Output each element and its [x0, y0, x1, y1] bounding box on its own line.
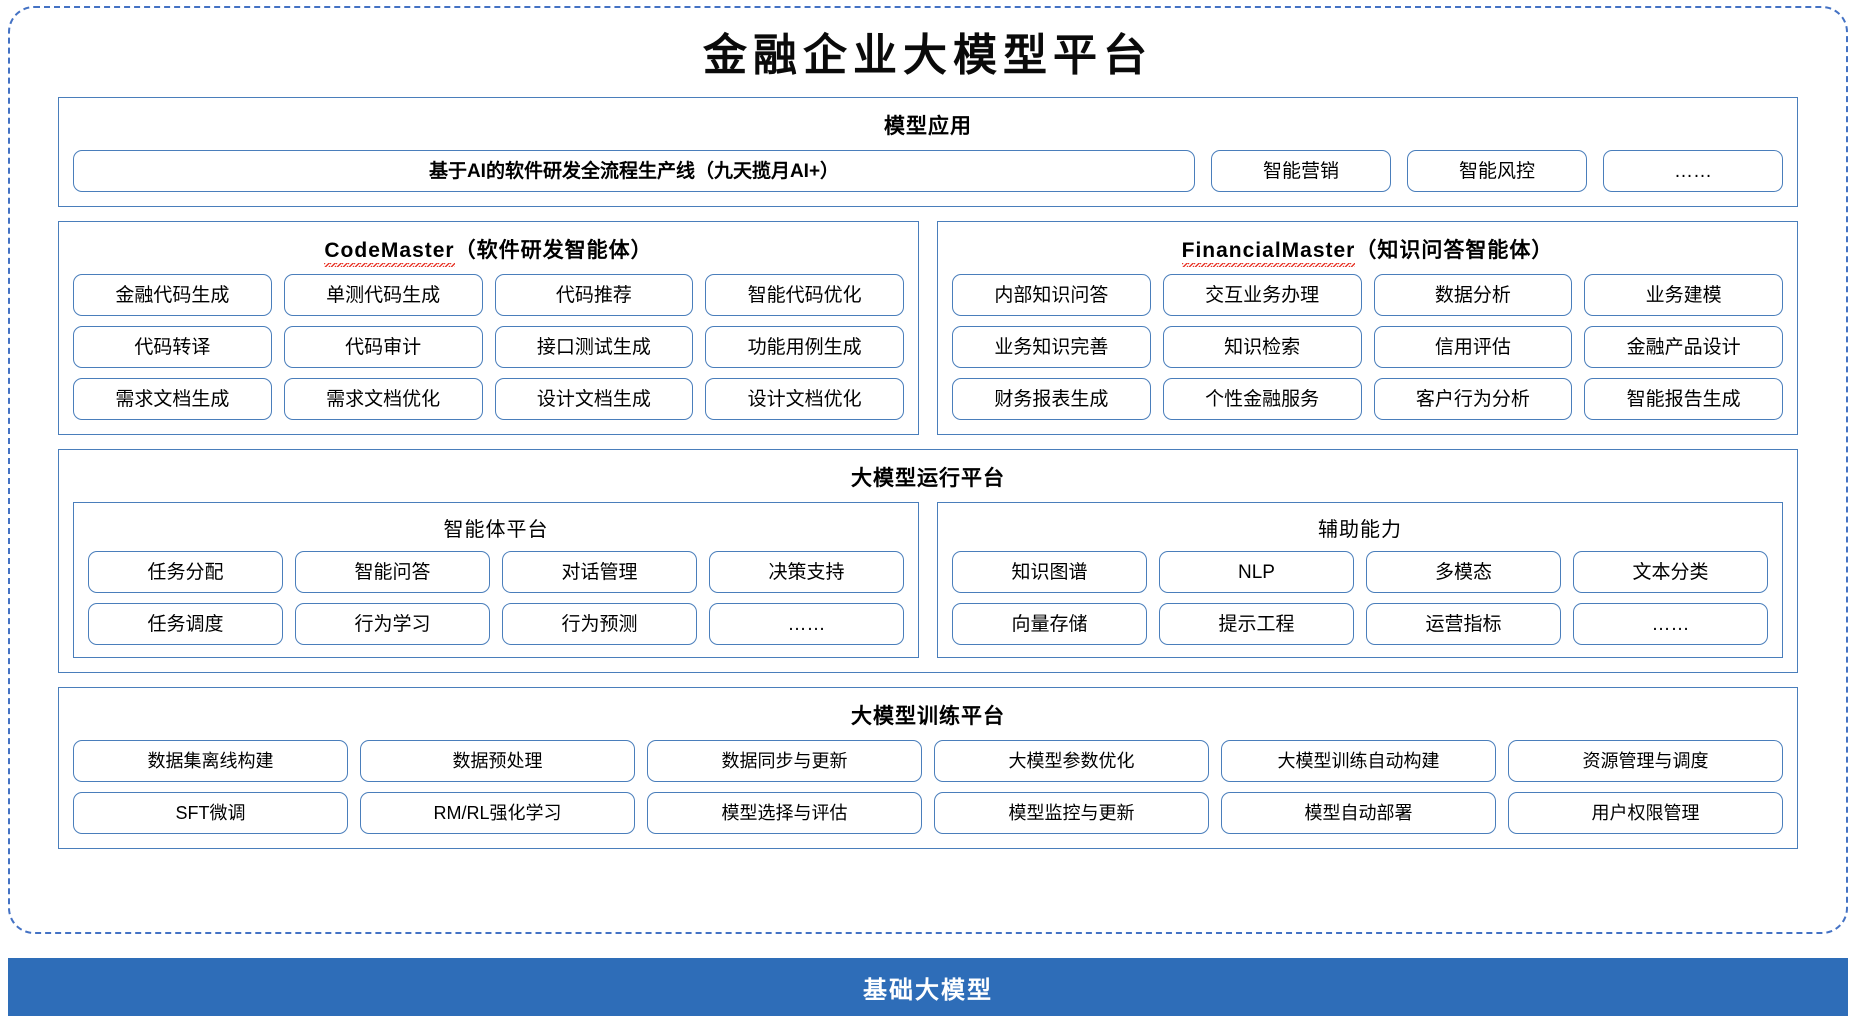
auxiliary-item-1[interactable]: NLP — [1159, 551, 1354, 593]
codemaster-name-cn: （软件研发智能体） — [454, 239, 653, 262]
platform-outer-frame: 金融企业大模型平台 模型应用 基于AI的软件研发全流程生产线（九天揽月AI+） … — [8, 6, 1848, 934]
agent-platform-row-1: 任务分配 智能问答 对话管理 决策支持 — [88, 551, 904, 593]
training-item-6[interactable]: SFT微调 — [73, 792, 348, 834]
codemaster-item-1[interactable]: 单测代码生成 — [283, 274, 483, 316]
codemaster-item-2[interactable]: 代码推荐 — [494, 274, 694, 316]
codemaster-item-10[interactable]: 设计文档生成 — [494, 378, 694, 420]
auxiliary-item-7[interactable]: …… — [1573, 603, 1768, 645]
codemaster-item-11[interactable]: 设计文档优化 — [705, 378, 904, 420]
page-title: 金融企业大模型平台 — [703, 30, 1153, 81]
codemaster-item-0[interactable]: 金融代码生成 — [73, 274, 272, 316]
financialmaster-row-2: 业务知识完善 知识检索 信用评估 金融产品设计 — [952, 326, 1783, 368]
training-item-2[interactable]: 数据同步与更新 — [647, 740, 922, 782]
section-financialmaster: FinancialMaster（知识问答智能体） 内部知识问答 交互业务办理 数… — [937, 221, 1798, 435]
app-pill-more[interactable]: …… — [1603, 150, 1783, 192]
financialmaster-item-10[interactable]: 客户行为分析 — [1373, 378, 1573, 420]
section-runtime-platform: 大模型运行平台 智能体平台 任务分配 智能问答 对话管理 决策支持 任务调度 行… — [58, 449, 1798, 673]
section-title-financialmaster: FinancialMaster（知识问答智能体） — [952, 234, 1783, 267]
training-item-10[interactable]: 模型自动部署 — [1221, 792, 1496, 834]
agent-platform-item-4[interactable]: 任务调度 — [88, 603, 283, 645]
section-title-training-platform: 大模型训练平台 — [851, 705, 1005, 728]
agents-row: CodeMaster（软件研发智能体） 金融代码生成 单测代码生成 代码推荐 智… — [58, 221, 1798, 435]
auxiliary-item-2[interactable]: 多模态 — [1366, 551, 1561, 593]
app-pill-ai-pipeline[interactable]: 基于AI的软件研发全流程生产线（九天揽月AI+） — [73, 150, 1195, 192]
training-item-9[interactable]: 模型监控与更新 — [934, 792, 1209, 834]
codemaster-row-3: 需求文档生成 需求文档优化 设计文档生成 设计文档优化 — [73, 378, 904, 420]
codemaster-item-3[interactable]: 智能代码优化 — [705, 274, 904, 316]
financialmaster-name-cn: （知识问答智能体） — [1355, 239, 1554, 262]
financialmaster-item-3[interactable]: 业务建模 — [1584, 274, 1783, 316]
training-item-1[interactable]: 数据预处理 — [360, 740, 635, 782]
auxiliary-item-5[interactable]: 提示工程 — [1159, 603, 1354, 645]
section-model-application: 模型应用 基于AI的软件研发全流程生产线（九天揽月AI+） 智能营销 智能风控 … — [58, 97, 1798, 207]
training-item-4[interactable]: 大模型训练自动构建 — [1221, 740, 1496, 782]
subsection-title-agent-platform: 智能体平台 — [443, 519, 549, 541]
section-codemaster: CodeMaster（软件研发智能体） 金融代码生成 单测代码生成 代码推荐 智… — [58, 221, 919, 435]
section-title-model-application: 模型应用 — [884, 115, 972, 138]
agent-platform-item-0[interactable]: 任务分配 — [88, 551, 283, 593]
financialmaster-row-3: 财务报表生成 个性金融服务 客户行为分析 智能报告生成 — [952, 378, 1783, 420]
financialmaster-item-0[interactable]: 内部知识问答 — [952, 274, 1151, 316]
training-item-11[interactable]: 用户权限管理 — [1508, 792, 1783, 834]
subsection-auxiliary-capability: 辅助能力 知识图谱 NLP 多模态 文本分类 向量存储 提示工程 运营指标 …… — [937, 502, 1783, 658]
financialmaster-item-9[interactable]: 个性金融服务 — [1162, 378, 1362, 420]
financialmaster-item-5[interactable]: 知识检索 — [1162, 326, 1362, 368]
training-item-3[interactable]: 大模型参数优化 — [934, 740, 1209, 782]
base-model-bar: 基础大模型 — [8, 958, 1848, 1016]
codemaster-item-4[interactable]: 代码转译 — [73, 326, 272, 368]
agent-platform-item-5[interactable]: 行为学习 — [295, 603, 490, 645]
agent-platform-item-6[interactable]: 行为预测 — [502, 603, 697, 645]
subsection-title-auxiliary-capability: 辅助能力 — [1318, 519, 1402, 541]
financialmaster-item-7[interactable]: 金融产品设计 — [1584, 326, 1783, 368]
section-title-runtime-platform: 大模型运行平台 — [851, 467, 1005, 490]
training-item-0[interactable]: 数据集离线构建 — [73, 740, 348, 782]
auxiliary-item-0[interactable]: 知识图谱 — [952, 551, 1147, 593]
codemaster-item-8[interactable]: 需求文档生成 — [73, 378, 272, 420]
auxiliary-item-6[interactable]: 运营指标 — [1366, 603, 1561, 645]
codemaster-item-5[interactable]: 代码审计 — [283, 326, 483, 368]
training-row-1: 数据集离线构建 数据预处理 数据同步与更新 大模型参数优化 大模型训练自动构建 … — [73, 740, 1783, 782]
codemaster-item-9[interactable]: 需求文档优化 — [283, 378, 483, 420]
agent-platform-item-1[interactable]: 智能问答 — [295, 551, 490, 593]
agent-platform-item-2[interactable]: 对话管理 — [502, 551, 697, 593]
app-pill-marketing[interactable]: 智能营销 — [1211, 150, 1391, 192]
codemaster-name-latin: CodeMaster — [324, 239, 455, 267]
financialmaster-item-11[interactable]: 智能报告生成 — [1584, 378, 1783, 420]
agent-platform-row-2: 任务调度 行为学习 行为预测 …… — [88, 603, 904, 645]
agent-platform-item-3[interactable]: 决策支持 — [709, 551, 904, 593]
financialmaster-name-latin: FinancialMaster — [1181, 239, 1356, 267]
platform-inner-content: 金融企业大模型平台 模型应用 基于AI的软件研发全流程生产线（九天揽月AI+） … — [10, 8, 1846, 932]
runtime-subsections: 智能体平台 任务分配 智能问答 对话管理 决策支持 任务调度 行为学习 行为预测… — [73, 502, 1783, 658]
training-item-5[interactable]: 资源管理与调度 — [1508, 740, 1783, 782]
auxiliary-item-4[interactable]: 向量存储 — [952, 603, 1147, 645]
training-row-2: SFT微调 RM/RL强化学习 模型选择与评估 模型监控与更新 模型自动部署 用… — [73, 792, 1783, 834]
codemaster-row-2: 代码转译 代码审计 接口测试生成 功能用例生成 — [73, 326, 904, 368]
section-training-platform: 大模型训练平台 数据集离线构建 数据预处理 数据同步与更新 大模型参数优化 大模… — [58, 687, 1798, 849]
financialmaster-row-1: 内部知识问答 交互业务办理 数据分析 业务建模 — [952, 274, 1783, 316]
financialmaster-item-4[interactable]: 业务知识完善 — [952, 326, 1151, 368]
model-application-row: 基于AI的软件研发全流程生产线（九天揽月AI+） 智能营销 智能风控 …… — [73, 150, 1783, 192]
app-pill-risk-control[interactable]: 智能风控 — [1407, 150, 1587, 192]
codemaster-item-6[interactable]: 接口测试生成 — [494, 326, 694, 368]
financialmaster-item-1[interactable]: 交互业务办理 — [1162, 274, 1362, 316]
financialmaster-item-8[interactable]: 财务报表生成 — [952, 378, 1151, 420]
auxiliary-item-3[interactable]: 文本分类 — [1573, 551, 1768, 593]
agent-platform-item-7[interactable]: …… — [709, 603, 904, 645]
section-title-codemaster: CodeMaster（软件研发智能体） — [73, 234, 904, 267]
financialmaster-item-6[interactable]: 信用评估 — [1373, 326, 1573, 368]
financialmaster-item-2[interactable]: 数据分析 — [1373, 274, 1573, 316]
codemaster-row-1: 金融代码生成 单测代码生成 代码推荐 智能代码优化 — [73, 274, 904, 316]
auxiliary-row-2: 向量存储 提示工程 运营指标 …… — [952, 603, 1768, 645]
training-item-7[interactable]: RM/RL强化学习 — [360, 792, 635, 834]
subsection-agent-platform: 智能体平台 任务分配 智能问答 对话管理 决策支持 任务调度 行为学习 行为预测… — [73, 502, 919, 658]
training-item-8[interactable]: 模型选择与评估 — [647, 792, 922, 834]
codemaster-item-7[interactable]: 功能用例生成 — [705, 326, 904, 368]
auxiliary-row-1: 知识图谱 NLP 多模态 文本分类 — [952, 551, 1768, 593]
